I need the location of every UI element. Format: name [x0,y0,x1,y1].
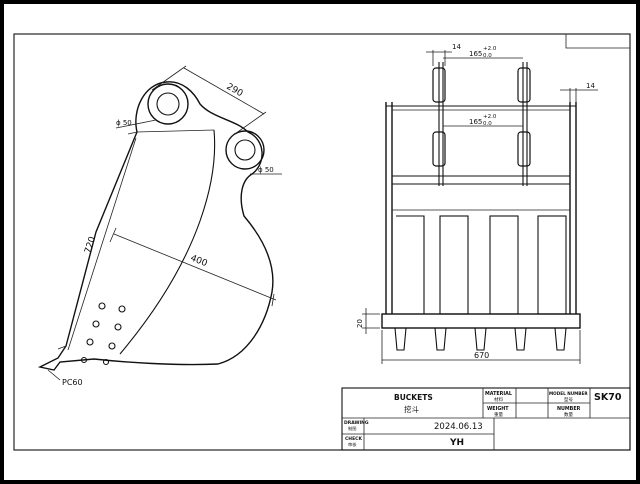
bolt-hole [114,323,122,331]
product-name-cn: 挖斗 [404,404,419,414]
drawing-sheet: 290 720 400 ϕ 50 ϕ 50 PC60 [4,4,636,480]
material-label-cn: 材料 [494,396,503,403]
check-label-cn: 审核 [348,441,357,448]
dim-14-right-label: 14 [586,82,595,90]
bolt-hole [108,342,116,350]
window [439,215,469,315]
dia-right-label: ϕ 50 [258,166,274,174]
number-label-cn: 数量 [564,411,573,418]
model-number-label: MODEL NUMBER [549,391,588,396]
drawing-label: DRAWING [344,420,369,426]
tooth [394,327,407,351]
window [489,215,519,315]
tooth [514,327,527,351]
dim-165-top-label: 165 [469,50,482,58]
lug-right-top [517,67,531,103]
drawing-frame [13,33,631,451]
tooth-callout: PC60 [47,369,83,387]
title-block: BUCKETS 挖斗 MATERIAL 材料 WEIGHT 重量 MODEL N… [341,387,631,451]
bucket-side-outline [37,81,274,371]
check-label: CHECK [345,436,362,442]
dim-290: 290 [151,65,267,137]
pin-boss-left-inner [156,92,180,116]
cutting-edge [381,313,581,329]
side-view: 290 720 400 ϕ 50 ϕ 50 PC60 [37,65,282,387]
corner-tab [565,34,630,49]
dim-670: 670 [381,330,581,364]
model-number-label-cn: 型号 [564,396,573,403]
model-value: SK70 [594,392,622,403]
dim-670-label: 670 [474,351,489,360]
author: YH [449,438,464,448]
pin-boss-left-outer [147,83,189,125]
dia-left-label: ϕ 50 [116,119,132,127]
tooth [474,327,487,351]
dim-165-mid-label: 165 [469,118,482,126]
dim-165-mid: 165 +2.0 0.0 [443,114,523,127]
tol-top-lower: 0.0 [483,53,492,59]
bolt-hole [102,358,110,366]
bolt-hole [98,302,106,310]
dim-14-top: 14 [426,43,461,66]
pin-boss-right-inner [234,139,256,161]
bolt-hole [80,356,88,364]
dim-14-top-label: 14 [452,43,461,51]
number-label: NUMBER [557,406,581,412]
technical-drawing: 290 720 400 ϕ 50 ϕ 50 PC60 [13,33,631,451]
lug-right-bot [517,131,531,167]
drawing-date: 2024.06.13 [434,422,483,432]
bolt-hole [118,305,126,313]
weight-label: WEIGHT [487,406,509,412]
dim-720-label: 720 [83,235,98,255]
weight-label-cn: 重量 [494,411,503,418]
dim-20-label: 20 [356,319,364,328]
dim-400-label: 400 [189,254,209,270]
tol-mid-lower: 0.0 [483,121,492,127]
dia-callout-right: ϕ 50 [250,166,282,175]
dim-165-top: 165 +2.0 0.0 [443,46,523,59]
dim-720: 720 [57,131,138,351]
material-label: MATERIAL [485,391,512,397]
tooth-label: PC60 [62,378,83,387]
product-name: BUCKETS [394,393,433,402]
window [396,215,425,314]
dim-20: 20 [356,308,380,334]
tooth [554,327,567,351]
bolt-hole [86,338,94,346]
window [537,215,567,315]
tol-mid-upper: +2.0 [483,114,497,120]
side-plate-top [136,129,215,133]
front-view: 14 165 +2.0 0.0 165 +2.0 0.0 14 20 [356,43,598,364]
bolt-hole [92,320,100,328]
side-plate-edge [119,129,216,355]
dim-14-right: 14 [560,82,598,102]
drawing-label-cn: 制图 [348,425,356,432]
tol-top-upper: +2.0 [483,46,497,52]
pin-boss-right-outer [225,130,265,170]
tooth [434,327,447,351]
dia-callout-left: ϕ 50 [115,119,157,129]
